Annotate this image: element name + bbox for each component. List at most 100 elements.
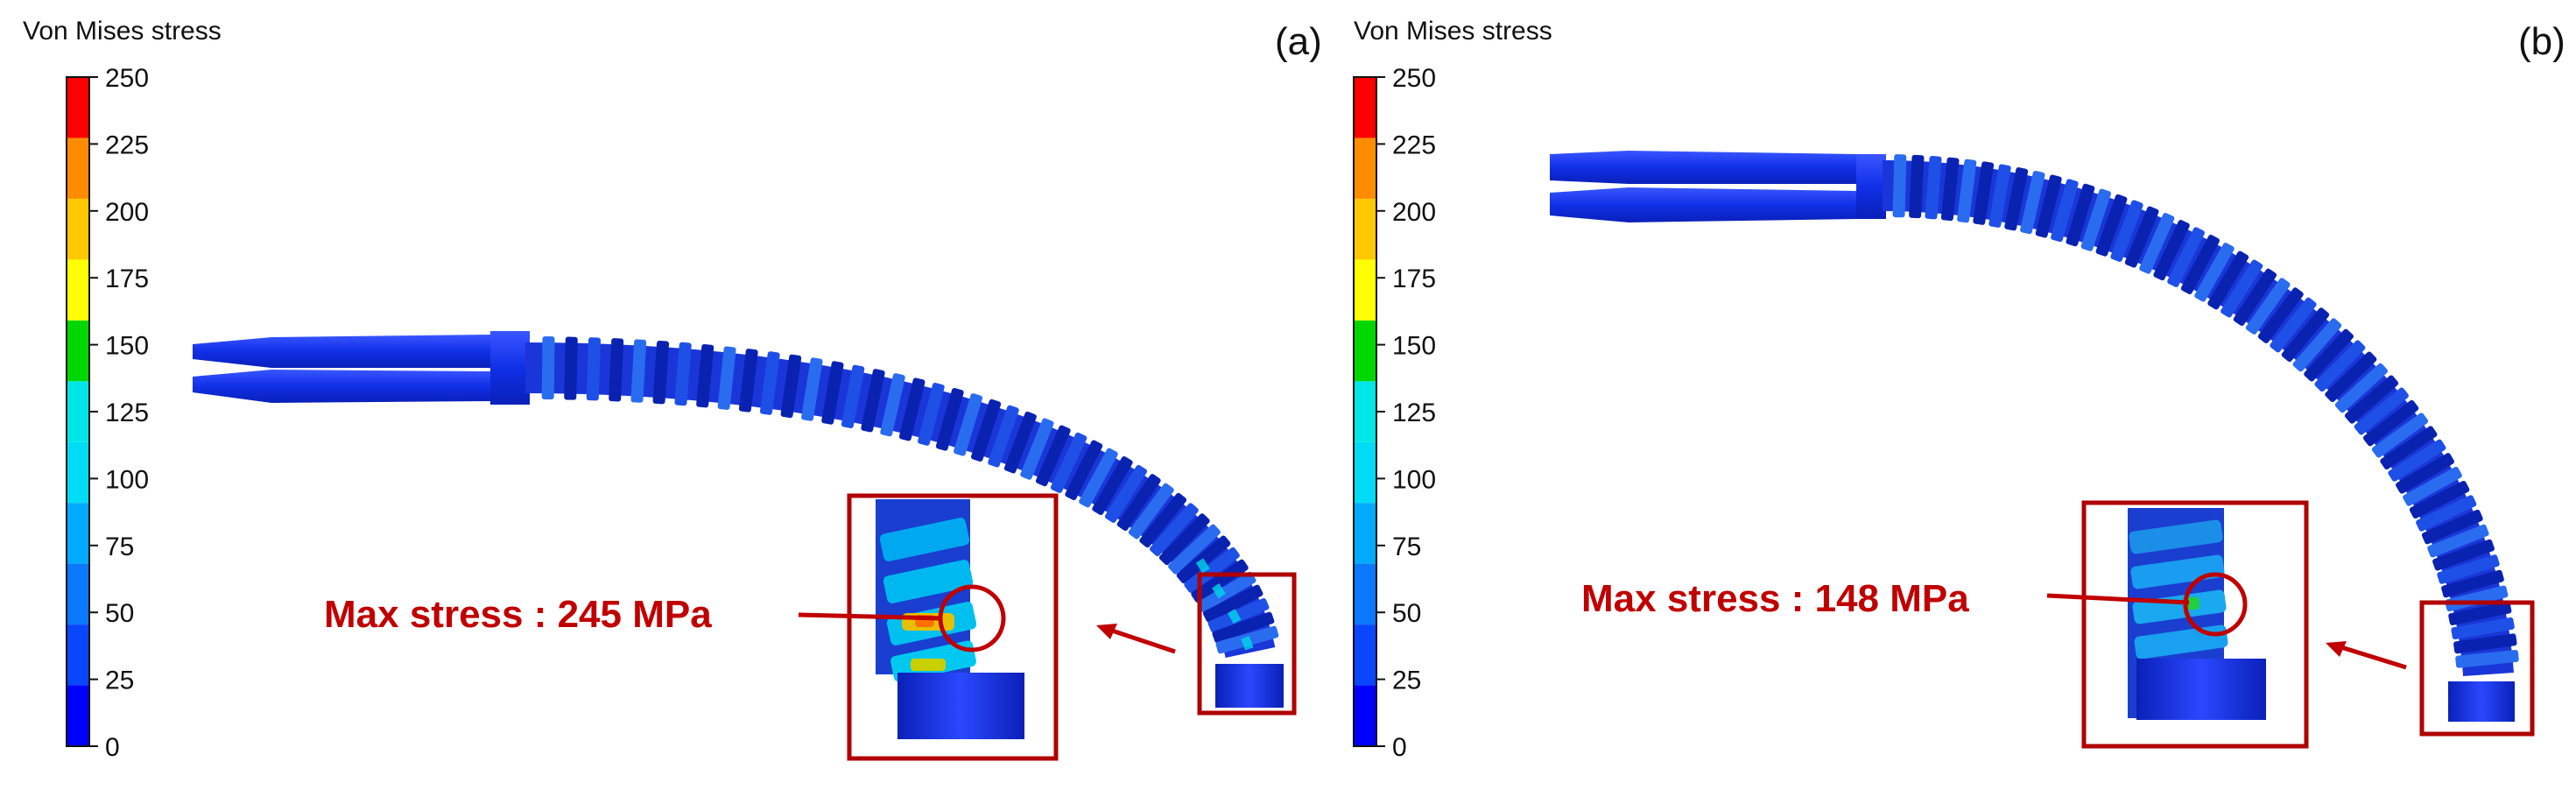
colorbar-cell bbox=[67, 320, 89, 382]
colorbar-cell bbox=[1354, 441, 1376, 504]
backbone-ring bbox=[1092, 456, 1133, 515]
backbone-ring bbox=[2437, 554, 2500, 584]
backbone-ring bbox=[841, 364, 865, 428]
backbone-ring bbox=[1988, 164, 2011, 228]
backbone-ring bbox=[918, 382, 945, 446]
gripper-base-a bbox=[490, 331, 530, 405]
colorbar-tick-label: 25 bbox=[1392, 667, 1421, 695]
colorbar-tick-label: 225 bbox=[105, 130, 149, 159]
colorbar-tick-label: 50 bbox=[105, 599, 134, 628]
continuum-robot-b bbox=[1550, 151, 2519, 722]
gripper-jaw-lower-b bbox=[1550, 187, 1856, 222]
backbone-ring bbox=[2292, 318, 2342, 372]
colorbar-b: Von Mises stress 25022520017515012510075… bbox=[1353, 17, 1552, 762]
backbone-ring bbox=[2124, 206, 2159, 268]
gripper-jaw-upper-b bbox=[1550, 151, 1856, 184]
backbone-ring bbox=[2344, 375, 2399, 424]
backbone-ring bbox=[2153, 220, 2190, 281]
backbone-ring bbox=[2035, 174, 2062, 238]
gripper-base-b bbox=[1856, 154, 1886, 219]
backbone-ring bbox=[2445, 585, 2509, 612]
backbone-ring bbox=[1191, 559, 1249, 603]
backbone-ring bbox=[541, 336, 555, 400]
backbone-ring bbox=[2455, 649, 2519, 668]
colorbar-cell bbox=[1354, 381, 1376, 442]
zoom-arrow-head-b bbox=[2326, 641, 2347, 657]
backbone-ring bbox=[738, 349, 758, 413]
backbone-ring bbox=[1158, 513, 1210, 566]
backbone-ring bbox=[1065, 440, 1103, 501]
backbone-ring bbox=[1116, 474, 1161, 532]
colorbar-title-a: Von Mises stress bbox=[23, 17, 222, 46]
panel-b: (b) Von Mises stress 2502252001751501251… bbox=[1353, 17, 2565, 762]
backbone-ring bbox=[954, 393, 983, 456]
backbone-ring bbox=[1079, 448, 1118, 508]
max-stress-label-b: Max stress : 148 MPa bbox=[1581, 577, 1969, 620]
backbone-ring bbox=[2095, 194, 2128, 257]
colorbar-cell bbox=[67, 563, 89, 625]
backbone-ring bbox=[1940, 157, 1960, 222]
colorbar-tick-label: 200 bbox=[1392, 198, 1436, 227]
backbone-ring bbox=[1128, 483, 1174, 540]
backbone-ring bbox=[1150, 503, 1199, 557]
robot-base-a bbox=[1215, 664, 1284, 708]
colorbar-tick-label: 175 bbox=[1392, 265, 1436, 293]
backbone-ring bbox=[2245, 278, 2291, 335]
colorbar-tick-label: 250 bbox=[1392, 64, 1436, 93]
backbone-ring bbox=[2380, 426, 2438, 470]
backbone-ring bbox=[2314, 340, 2366, 392]
colorbar-title-b: Von Mises stress bbox=[1354, 17, 1552, 46]
backbone-rings-a bbox=[541, 336, 1279, 654]
robot-base-b bbox=[2448, 681, 2515, 722]
colorbar-cell bbox=[1354, 563, 1376, 625]
colorbar-tick-label: 75 bbox=[105, 533, 134, 561]
colorbar-cells-b bbox=[1353, 76, 1377, 747]
backbone-ring bbox=[2451, 617, 2515, 640]
colorbar-cell bbox=[1354, 624, 1376, 686]
colorbar-tick-label: 225 bbox=[1392, 130, 1436, 159]
backbone-ring bbox=[2427, 524, 2489, 558]
backbone-ring bbox=[2004, 167, 2029, 231]
backbone-ring bbox=[2110, 200, 2143, 262]
backbone-ring bbox=[2281, 307, 2330, 363]
backbone-ring bbox=[586, 337, 601, 401]
colorbar-tick-label: 100 bbox=[1392, 465, 1436, 494]
backbone-ring bbox=[1050, 432, 1087, 493]
backbone-ring bbox=[2233, 268, 2277, 326]
backbone-ring bbox=[2416, 495, 2477, 532]
zoom-arrow-head-a bbox=[1096, 624, 1117, 639]
backbone-ring bbox=[609, 338, 624, 402]
colorbar-cells-a bbox=[66, 76, 90, 747]
backbone-ring bbox=[2221, 259, 2263, 318]
annotation-leader-b bbox=[2046, 593, 2190, 605]
backbone-ring bbox=[1197, 571, 1256, 613]
colorbar-cell bbox=[1354, 503, 1376, 564]
colorbar-cell bbox=[67, 381, 89, 442]
colorbar-tick-label: 75 bbox=[1392, 533, 1421, 561]
backbone-ring bbox=[880, 373, 905, 437]
zoom-region-box-b bbox=[2419, 600, 2535, 737]
colorbar-cell bbox=[1354, 320, 1376, 382]
backbone-ring bbox=[801, 357, 823, 421]
backbone-ring bbox=[2325, 351, 2377, 403]
backbone-ring bbox=[2270, 297, 2317, 353]
backbone-ring bbox=[935, 387, 964, 451]
colorbar-tick-label: 0 bbox=[105, 733, 120, 762]
backbone-ring bbox=[2403, 466, 2462, 506]
backbone-ring bbox=[2194, 243, 2235, 302]
backbone-ring bbox=[2334, 363, 2388, 413]
annotation-leader-a bbox=[798, 612, 943, 621]
zoom-inset-b bbox=[2081, 500, 2309, 749]
backbone-ring bbox=[898, 377, 926, 441]
backbone-ring bbox=[2180, 235, 2220, 294]
backbone-ring bbox=[2421, 509, 2483, 545]
backbone-ring bbox=[2396, 453, 2454, 494]
backbone-ring bbox=[1104, 464, 1148, 523]
backbone-ring bbox=[988, 405, 1019, 468]
backbone-ring bbox=[630, 339, 647, 403]
continuum-robot-a bbox=[193, 331, 1284, 708]
backbone-ring bbox=[1020, 418, 1054, 480]
